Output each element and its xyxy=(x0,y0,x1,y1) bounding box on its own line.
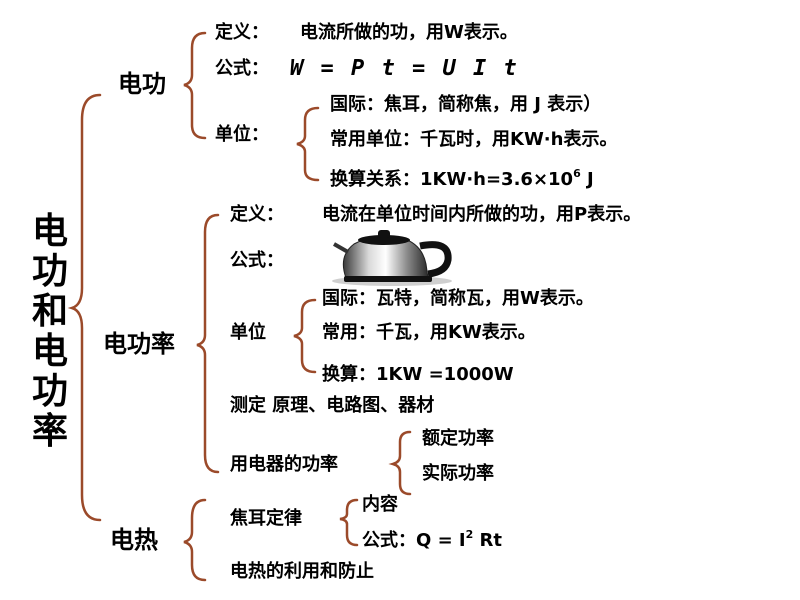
diangong-formula: W = P t = U I t xyxy=(290,56,519,81)
diangong-conversion-suffix: J xyxy=(580,169,594,190)
diangonglv-unit-common: 常用：千瓦，用KW表示。 xyxy=(322,322,536,343)
diangong-def-label: 定义： xyxy=(215,22,269,43)
dianre-use: 电热的利用和防止 xyxy=(230,561,374,582)
dianre-formula-exp: 2 xyxy=(465,528,474,541)
diangonglv-formula-label: 公式： xyxy=(230,250,284,271)
dianre-formula-prefix: 公式：Q = I xyxy=(362,530,466,551)
power-actual: 实际功率 xyxy=(422,463,494,484)
diangonglv-unit-intl: 国际：瓦特，简称瓦，用W表示。 xyxy=(322,288,594,309)
node-dianre: 电热 xyxy=(110,526,158,554)
title-char: 功 xyxy=(31,371,68,412)
power-rated: 额定功率 xyxy=(422,428,494,449)
title-char: 率 xyxy=(31,411,68,452)
title-char: 功 xyxy=(31,251,68,292)
diangonglv-conversion: 换算：1KW =1000W xyxy=(322,364,514,385)
dianre-formula-suffix: Rt xyxy=(473,530,503,551)
title-char: 和 xyxy=(31,291,68,332)
diangonglv-def-label: 定义： xyxy=(230,204,284,225)
diangong-conversion-prefix: 换算关系：1KW·h=3.6×10 xyxy=(330,169,574,190)
diangong-def-text: 电流所做的功，用W表示。 xyxy=(300,22,518,43)
title-char: 电 xyxy=(31,211,68,252)
diangonglv-appliance: 用电器的功率 xyxy=(230,454,338,475)
dianre-joule-law: 焦耳定律 xyxy=(230,508,302,529)
node-diangong: 电功 xyxy=(118,70,166,98)
diangong-conversion-exp: 6 xyxy=(573,167,581,180)
diangonglv-def-text: 电流在单位时间内所做的功，用P表示。 xyxy=(322,204,642,225)
diangong-unit-label: 单位： xyxy=(215,124,269,145)
dianre-content: 内容 xyxy=(362,494,398,515)
diangonglv-measure: 测定 原理、电路图、器材 xyxy=(230,395,435,416)
main-title: 电 功 和 电 功 率 xyxy=(30,212,70,452)
title-char: 电 xyxy=(31,331,68,372)
node-diangonglv: 电功率 xyxy=(103,330,175,358)
diangong-conversion: 换算关系：1KW·h=3.6×106 J xyxy=(330,168,594,189)
diangonglv-unit-label: 单位 xyxy=(230,322,266,343)
kettle-icon xyxy=(332,230,452,286)
diangong-unit-common: 常用单位：千瓦时，用KW·h表示。 xyxy=(330,129,618,150)
diangong-unit-intl: 国际：焦耳，简称焦，用 J 表示） xyxy=(330,94,602,115)
dianre-formula: 公式：Q = I2 Rt xyxy=(362,529,502,550)
diangong-formula-label: 公式： xyxy=(215,58,269,79)
